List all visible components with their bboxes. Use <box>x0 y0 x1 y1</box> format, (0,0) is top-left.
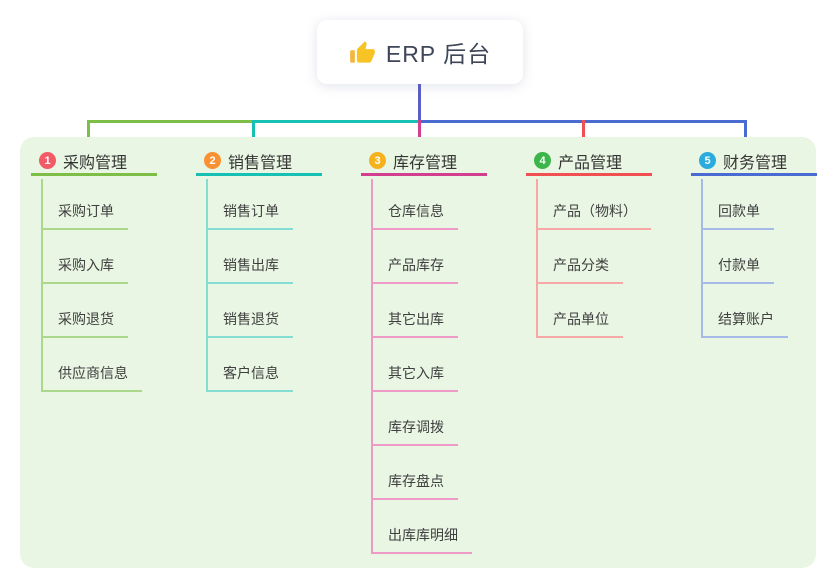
child-label[interactable]: 产品分类 <box>538 255 623 284</box>
branch-title: 销售管理 <box>228 154 293 172</box>
trunk-segment-green <box>87 120 253 123</box>
child-label[interactable]: 产品库存 <box>373 255 458 284</box>
child-node[interactable]: 销售订单 <box>208 179 293 230</box>
branch-children-product: 产品（物料） 产品分类 产品单位 <box>536 179 651 338</box>
child-label[interactable]: 销售出库 <box>208 255 293 284</box>
root-connector-line <box>418 84 421 123</box>
child-label[interactable]: 库存盘点 <box>373 471 458 500</box>
child-label[interactable]: 销售退货 <box>208 309 293 338</box>
branch-number-badge: 3 <box>369 152 386 169</box>
child-node[interactable]: 其它出库 <box>373 284 472 338</box>
child-node[interactable]: 客户信息 <box>208 338 293 392</box>
child-label[interactable]: 产品单位 <box>538 309 623 338</box>
child-node[interactable]: 产品库存 <box>373 230 472 284</box>
child-label[interactable]: 付款单 <box>703 255 774 284</box>
branch-header-procurement[interactable]: 1 采购管理 <box>31 148 157 176</box>
child-node[interactable]: 付款单 <box>703 230 788 284</box>
branch-header-inventory[interactable]: 3 库存管理 <box>361 148 487 176</box>
root-node[interactable]: ERP 后台 <box>317 20 523 84</box>
branch-number-badge: 4 <box>534 152 551 169</box>
branch-title: 库存管理 <box>393 154 458 172</box>
child-label[interactable]: 销售订单 <box>208 201 293 230</box>
child-node[interactable]: 采购订单 <box>43 179 142 230</box>
child-label[interactable]: 回款单 <box>703 201 774 230</box>
child-label[interactable]: 产品（物料） <box>538 201 651 230</box>
branch-title: 采购管理 <box>63 154 128 172</box>
branch-number-badge: 5 <box>699 152 716 169</box>
child-node[interactable]: 库存调拨 <box>373 392 472 446</box>
child-node[interactable]: 库存盘点 <box>373 446 472 500</box>
child-label[interactable]: 其它入库 <box>373 363 458 392</box>
branch-drop-line-3 <box>418 120 421 147</box>
branch-title: 财务管理 <box>723 154 788 172</box>
child-label[interactable]: 客户信息 <box>208 363 293 392</box>
child-label[interactable]: 其它出库 <box>373 309 458 338</box>
child-label[interactable]: 采购退货 <box>43 309 128 338</box>
child-node[interactable]: 产品分类 <box>538 230 651 284</box>
branch-children-inventory: 仓库信息 产品库存 其它出库 其它入库 库存调拨 库存盘点 出库库明细 <box>371 179 472 554</box>
child-node[interactable]: 供应商信息 <box>43 338 142 392</box>
branch-drop-line-1 <box>87 120 90 147</box>
branch-header-sales[interactable]: 2 销售管理 <box>196 148 322 176</box>
thumbs-up-icon <box>349 39 376 66</box>
branch-header-finance[interactable]: 5 财务管理 <box>691 148 817 176</box>
child-node[interactable]: 结算账户 <box>703 284 788 338</box>
branch-drop-line-2 <box>252 120 255 147</box>
child-node[interactable]: 产品（物料） <box>538 179 651 230</box>
branches-panel <box>20 137 816 568</box>
branch-number-badge: 2 <box>204 152 221 169</box>
child-node[interactable]: 回款单 <box>703 179 788 230</box>
child-node[interactable]: 采购入库 <box>43 230 142 284</box>
branch-number-badge: 1 <box>39 152 56 169</box>
root-title: ERP 后台 <box>385 41 492 67</box>
child-node[interactable]: 其它入库 <box>373 338 472 392</box>
child-node[interactable]: 仓库信息 <box>373 179 472 230</box>
branch-title: 产品管理 <box>558 154 623 172</box>
child-label[interactable]: 出库库明细 <box>373 525 472 554</box>
child-node[interactable]: 采购退货 <box>43 284 142 338</box>
child-label[interactable]: 采购入库 <box>43 255 128 284</box>
child-label[interactable]: 采购订单 <box>43 201 128 230</box>
child-label[interactable]: 结算账户 <box>703 309 788 338</box>
branch-children-procurement: 采购订单 采购入库 采购退货 供应商信息 <box>41 179 142 392</box>
trunk-segment-teal <box>253 120 420 123</box>
child-node[interactable]: 销售退货 <box>208 284 293 338</box>
child-label[interactable]: 库存调拨 <box>373 417 458 446</box>
child-node[interactable]: 产品单位 <box>538 284 651 338</box>
child-label[interactable]: 供应商信息 <box>43 363 142 392</box>
child-label[interactable]: 仓库信息 <box>373 201 458 230</box>
branch-drop-line-5 <box>744 120 747 147</box>
branch-header-product[interactable]: 4 产品管理 <box>526 148 652 176</box>
child-node[interactable]: 销售出库 <box>208 230 293 284</box>
branch-children-sales: 销售订单 销售出库 销售退货 客户信息 <box>206 179 293 392</box>
branch-children-finance: 回款单 付款单 结算账户 <box>701 179 788 338</box>
child-node[interactable]: 出库库明细 <box>373 500 472 554</box>
branch-drop-line-4 <box>582 120 585 147</box>
